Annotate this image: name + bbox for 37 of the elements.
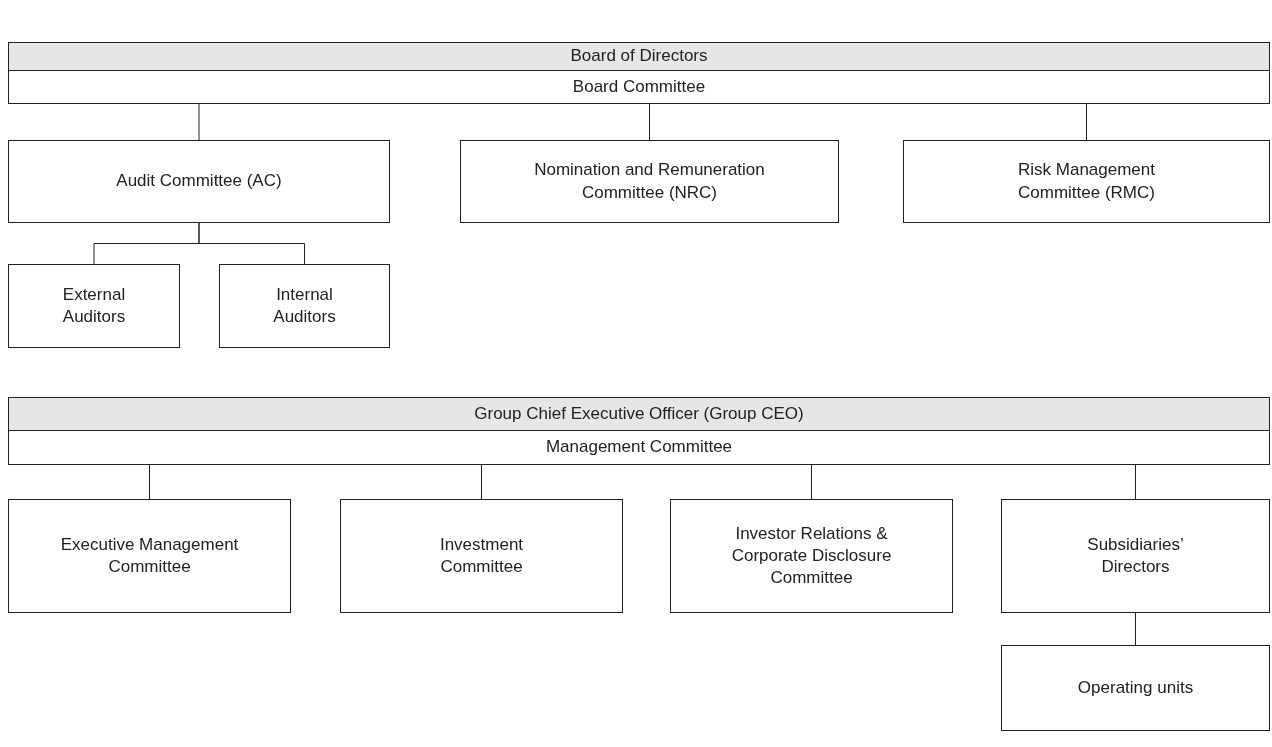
- org-box: [8, 264, 180, 348]
- connector-line: [1135, 464, 1136, 500]
- box-label: Board of Directors: [570, 45, 708, 68]
- connector-line: [1086, 103, 1087, 141]
- connector-line: [198, 222, 305, 265]
- header-band: [8, 397, 1270, 431]
- box-label: Investor Relations & Corporate Disclosure Committee: [730, 522, 893, 590]
- box-label: Risk Management Committee (RMC): [1017, 159, 1156, 204]
- org-box: [8, 140, 390, 223]
- box-label: Nomination and Remuneration Committee (NRC): [533, 159, 766, 204]
- box-label: Executive Management Committee: [59, 533, 240, 578]
- box-label: Audit Committee (AC): [116, 170, 282, 193]
- org-box: [219, 264, 390, 348]
- box-label: External Auditors: [61, 283, 127, 328]
- box-label: Board Committee: [572, 75, 706, 98]
- box-label: Investment Committee: [438, 533, 525, 578]
- org-box: [8, 499, 291, 613]
- connector-line: [1135, 612, 1136, 646]
- connector-line: [149, 464, 150, 500]
- connector-line: [198, 103, 200, 141]
- org-box: [8, 70, 1270, 104]
- header-band: [8, 42, 1270, 71]
- box-label: Group Chief Executive Officer (Group CEO): [474, 402, 804, 425]
- org-box: [1001, 645, 1270, 731]
- box-label: Subsidiaries’ Directors: [1086, 533, 1185, 578]
- org-box: [8, 430, 1270, 465]
- box-label: Internal Auditors: [272, 283, 337, 328]
- connector-line: [811, 464, 812, 500]
- org-box: [1001, 499, 1270, 613]
- org-box: [903, 140, 1270, 223]
- org-box: [670, 499, 953, 613]
- box-label: Management Committee: [545, 436, 733, 459]
- org-box: [460, 140, 839, 223]
- connector-line: [481, 464, 482, 500]
- box-label: Operating units: [1077, 676, 1194, 699]
- connector-line: [649, 103, 650, 141]
- org-box: [340, 499, 623, 613]
